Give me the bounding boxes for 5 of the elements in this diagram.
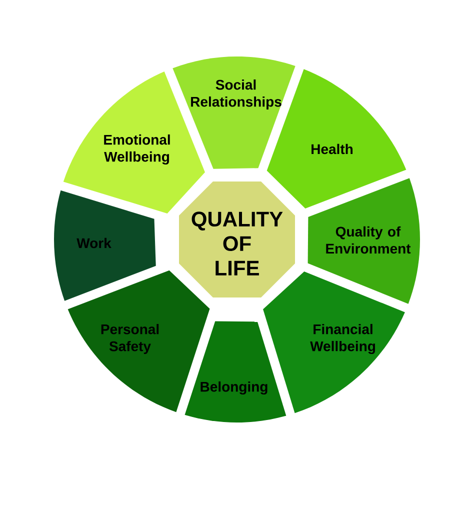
center-octagon: QUALITY OF LIFE [179, 182, 295, 298]
wheel-segment: Work [54, 190, 156, 301]
wheel-segment: Quality of Environment [308, 178, 420, 304]
wheel-segment: Belonging [184, 321, 286, 422]
wheel-segment: Social Relationships [172, 56, 296, 169]
